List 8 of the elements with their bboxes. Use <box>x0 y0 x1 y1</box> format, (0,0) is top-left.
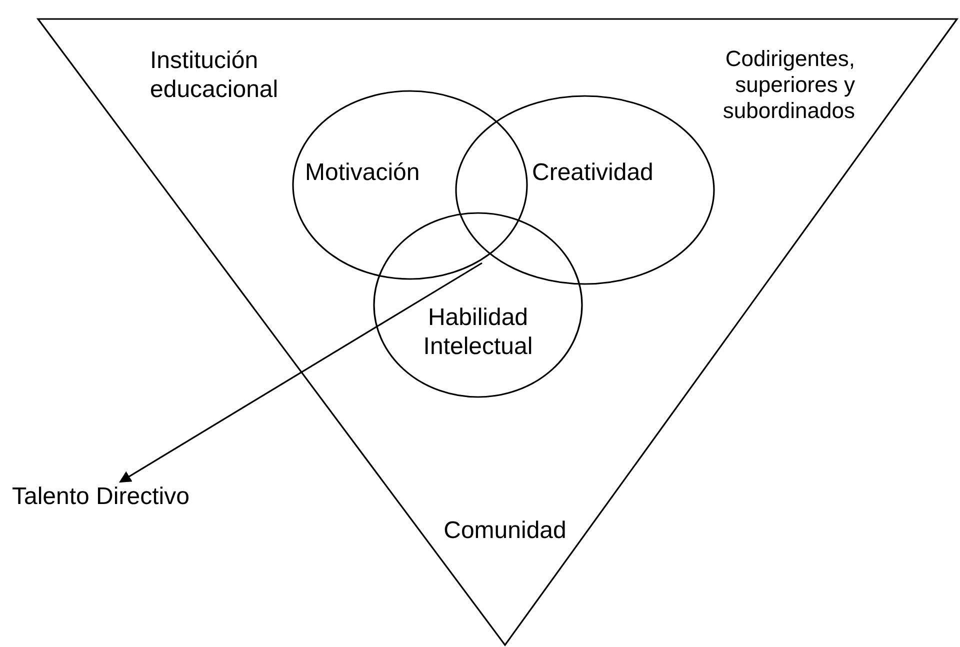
circle-label: Creatividad <box>532 158 654 187</box>
text-label: Talento Directivo <box>12 482 190 511</box>
arrow <box>118 262 482 483</box>
circle-label: Motivación <box>305 158 421 187</box>
circle-label: Habilidad Intelectual <box>422 303 534 361</box>
region-label: Comunidad <box>442 516 568 545</box>
region-label: Codirigentes, superiores y subordinados <box>722 46 855 124</box>
region-label: Institución educacional <box>150 46 280 104</box>
